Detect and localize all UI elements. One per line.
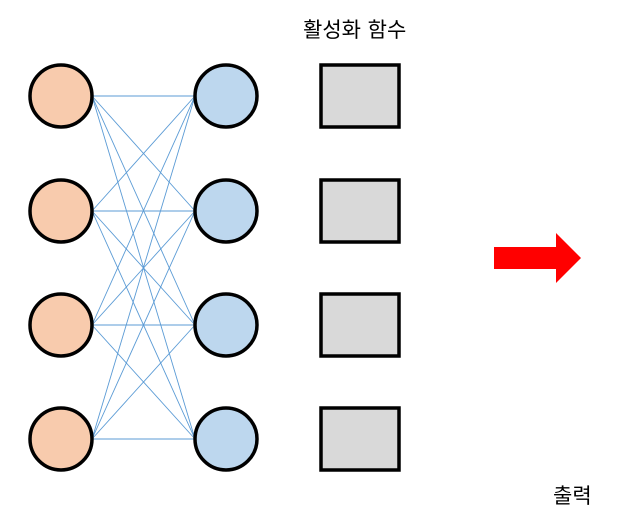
input-node (28, 292, 94, 358)
hidden-node (193, 178, 259, 244)
hidden-node (193, 406, 259, 472)
output-arrow (494, 233, 581, 283)
connection-line (91, 95, 196, 440)
connection-line (91, 324, 196, 440)
activation-box (319, 292, 401, 358)
activation-function-label: 활성화 함수 (303, 18, 407, 42)
connection-line (91, 210, 196, 440)
activation-box (319, 63, 401, 129)
hidden-node (193, 63, 259, 129)
hidden-node (193, 292, 259, 358)
arrow-right-icon (494, 233, 581, 283)
output-label: 출력 (553, 484, 592, 508)
activation-box (319, 178, 401, 244)
input-node (28, 406, 94, 472)
connection-line (91, 95, 196, 326)
input-node (28, 178, 94, 244)
activation-layer (319, 63, 401, 472)
connections (91, 95, 196, 440)
input-node (28, 63, 94, 129)
input-layer (28, 63, 94, 472)
activation-box (319, 406, 401, 472)
hidden-layer (193, 63, 259, 472)
connection-line (91, 95, 196, 212)
